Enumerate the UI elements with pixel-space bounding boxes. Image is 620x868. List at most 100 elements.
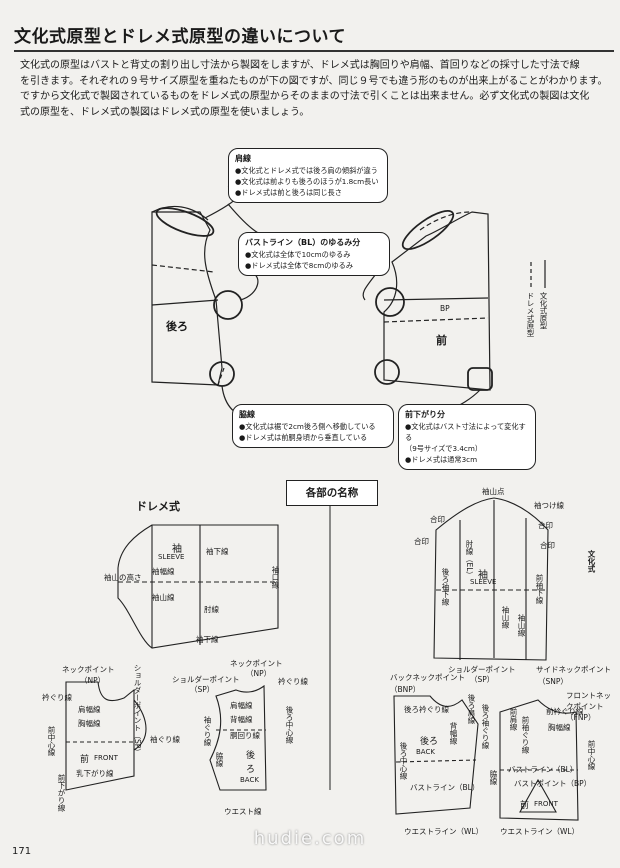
bunka-bl1: バストライン（BL） [410, 783, 480, 792]
callout-bust: バストライン（BL）のゆるみ分 ●文化式は全体で10cmのゆるみ ●ドレメ式は全… [238, 232, 390, 276]
doreme-front-armhole: 袖ぐり線 [150, 735, 180, 744]
intro-text: 文化式の原型はバストと背丈の割り出し寸法から製図をしますが、ドレメ式は胸回りや肩… [20, 60, 608, 118]
doreme-heading: ドレメ式 [136, 500, 180, 513]
bunka-chest: 胸幅線 [548, 723, 571, 732]
page-title: 文化式原型とドレメ式原型の違いについて [14, 27, 346, 47]
doreme-front-sp: ショルダーポイント（SP） [133, 664, 142, 756]
bunka-front-en: FRONT [534, 800, 558, 808]
callout-bust-line: ●ドレメ式は全体で8cmのゆるみ [245, 261, 354, 270]
doreme-back-shoulder: 肩幅線 [230, 701, 253, 710]
bunka-fnp: フロントネックポイント（FNP） [566, 691, 611, 722]
doreme-sleeve-top: 袖山線 [152, 593, 175, 602]
doreme-front-hem: 前下がり線 [57, 774, 66, 812]
bunka-sleeve-front-under: 前袖下線 [535, 574, 544, 604]
title-rule [14, 50, 614, 52]
callout-front-drop-line: ●文化式はバスト寸法によって変化する [405, 422, 526, 442]
bunka-side: 脇線 [489, 770, 498, 785]
overlay-front-label: 前 [436, 334, 447, 347]
callout-shoulder-title: 肩線 [235, 154, 251, 163]
doreme-sleeve-title: 袖 [172, 544, 182, 555]
doreme-front-title: 前 [80, 755, 90, 765]
doreme-front-np: ネックポイント [62, 665, 115, 674]
bunka-heading: 文化式 [587, 550, 596, 573]
bunka-sleeve-attach: 袖つけ線 [534, 501, 564, 510]
overlay-bp-label: BP [440, 304, 450, 313]
doreme-back-side: 脇線 [215, 752, 224, 767]
callout-side-title: 脇線 [239, 410, 255, 419]
doreme-sleeve-title-en: SLEEVE [158, 553, 185, 561]
bunka-sleeve-cap: 袖山点 [482, 487, 505, 496]
doreme-back-armhole: 袖ぐり線 [203, 716, 212, 746]
doreme-back-title2: ろ [246, 765, 256, 775]
doreme-back-cb: 後ろ中心線 [285, 706, 294, 744]
bunka-cb: 後ろ中心線 [399, 742, 408, 780]
bunka-bp: バストポイント（BP） [514, 779, 592, 788]
callout-front-drop-line: ●ドレメ式は通常3cm [405, 455, 478, 464]
doreme-front-shoulder: 肩幅線 [78, 705, 101, 714]
bunka-bnp-abbr: （BNP） [390, 685, 421, 694]
bunka-bl2: バストライン（BL） [508, 765, 578, 774]
callout-bust-line: ●文化式は全体で10cmのゆるみ [245, 250, 351, 259]
overlay-back-label: 後ろ [166, 320, 188, 333]
callout-bust-title: バストライン（BL）のゆるみ分 [245, 238, 361, 247]
doreme-sleeve-under2: 袖下線 [196, 635, 219, 644]
footer-watermark: hudie.com [253, 828, 367, 849]
bunka-back-en: BACK [416, 748, 435, 756]
bunka-snp-abbr: （SNP） [538, 677, 568, 686]
doreme-front-dart: 乳下がり線 [76, 769, 114, 778]
section-title: 各部の名称 [286, 480, 378, 506]
bunka-back-shoulder: 後ろ肩線 [467, 694, 476, 724]
bunka-sleeve-notch4: 合印 [540, 541, 555, 550]
callout-shoulder-line: ●ドレメ式は前と後ろは同じ長さ [235, 188, 342, 197]
bunka-bnp: バックネックポイント [390, 673, 465, 682]
bunka-sleeve-center: 袖山線 [517, 614, 526, 637]
bunka-sleeve-back-under: 後ろ袖下線 [441, 568, 450, 606]
bunka-waist2: ウエストライン（WL） [500, 827, 580, 836]
legend-bunka: 文化式原型 [539, 292, 548, 330]
doreme-front-neck: 衿ぐり線 [42, 693, 72, 702]
doreme-back-title-en: BACK [240, 776, 259, 784]
bunka-back-armhole: 後ろ袖ぐり線 [481, 704, 490, 749]
bunka-sleeve-notch1: 合印 [430, 515, 445, 524]
callout-shoulder-line: ●文化式は前よりも後ろのほうが1.8cm長い [235, 177, 379, 186]
bunka-sleeve-notch2: 合印 [538, 521, 553, 530]
callout-side-line: ●文化式は裾で2cm後ろ側へ移動している [239, 422, 376, 431]
callout-side: 脇線 ●文化式は裾で2cm後ろ側へ移動している ●ドレメ式は前胴身頃から垂直して… [232, 404, 394, 448]
callout-front-drop: 前下がり分 ●文化式はバスト寸法によって変化する （9号サイズで3.4cm） ●… [398, 404, 536, 470]
doreme-back-np-abbr: （NP） [246, 669, 272, 678]
legend-doreme: ドレメ式原型 [526, 292, 535, 337]
doreme-back-title: 後 [246, 751, 256, 761]
bunka-sleeve-notch3: 合印 [414, 537, 429, 546]
bunka-front-title: 前 [520, 801, 530, 811]
doreme-back-sp: ショルダーポイント [172, 675, 240, 684]
bunka-snp: サイドネックポイント [536, 665, 611, 674]
doreme-back-neck: 衿ぐり線 [278, 677, 308, 686]
doreme-sleeve-under1: 袖下線 [206, 547, 229, 556]
bunka-sleeve-title: 袖 [478, 570, 488, 581]
bunka-sp: ショルダーポイント [448, 665, 516, 674]
bunka-sleeve-title-en: SLEEVE [470, 578, 497, 586]
doreme-front-chest: 胸幅線 [78, 719, 101, 728]
callout-shoulder-line: ●文化式とドレメ式では後ろ肩の傾斜が違う [235, 166, 378, 175]
doreme-back-np: ネックポイント [230, 659, 283, 668]
callout-shoulder: 肩線 ●文化式とドレメ式では後ろ肩の傾斜が違う ●文化式は前よりも後ろのほうが1… [228, 148, 388, 203]
bunka-sp-abbr: （SP） [470, 675, 495, 684]
bunka-back-neck: 後ろ衿ぐり線 [404, 705, 449, 714]
bunka-waist1: ウエストライン（WL） [404, 827, 484, 836]
doreme-sleeve-hem: 袖口線 [271, 566, 280, 589]
bunka-sleeve-el: 肘線（EL） [465, 540, 474, 579]
bunka-front-armhole: 前袖ぐり線 [521, 716, 530, 754]
page-number: 171 [12, 846, 32, 857]
bunka-front-shoulder: 前肩線 [509, 708, 518, 731]
callout-side-line: ●ドレメ式は前胴身頃から垂直している [239, 433, 368, 442]
doreme-sleeve-cap-curve: 袖山の高さ [104, 573, 142, 582]
bunka-back-w: 背幅線 [449, 722, 458, 745]
doreme-back-hem: ウエスト線 [224, 807, 262, 816]
doreme-back-sp-abbr: （SP） [190, 685, 215, 694]
doreme-front-cf: 前中心線 [47, 726, 56, 756]
callout-front-drop-line: （9号サイズで3.4cm） [405, 444, 483, 453]
bunka-front-neck: 前衿ぐり線 [546, 707, 584, 716]
bunka-back-title: 後ろ [420, 737, 439, 747]
bunka-cf: 前中心線 [587, 740, 596, 770]
